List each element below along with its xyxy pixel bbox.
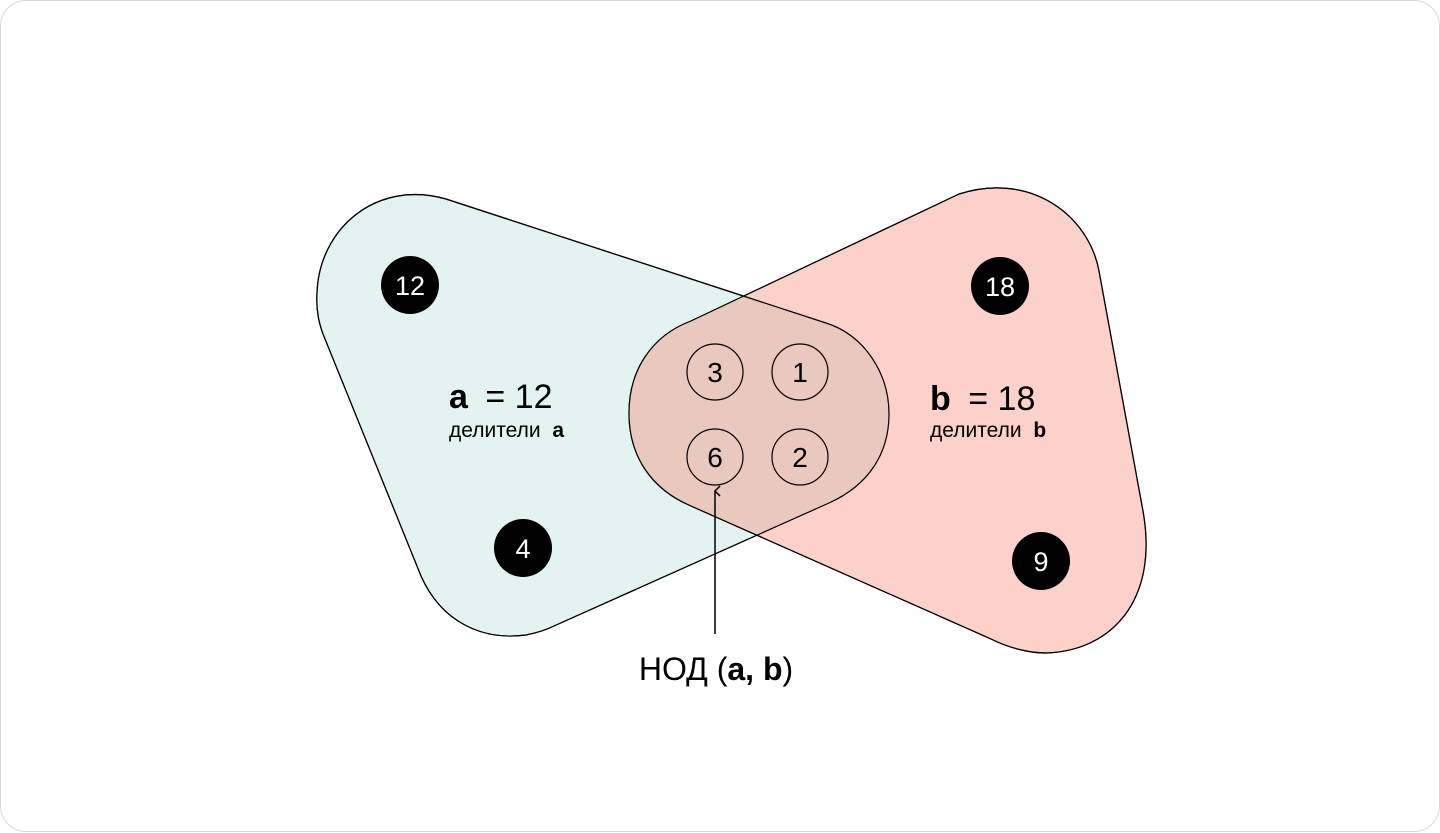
intersection-region	[629, 194, 889, 636]
divisor-badge-label: 18	[985, 272, 1015, 302]
set-a-outline	[316, 194, 890, 637]
set-b-value: = 18	[968, 380, 1035, 418]
divisor-badge-label: 4	[515, 534, 530, 564]
set-a-caption: делители	[449, 419, 541, 442]
common-divisor-label: 1	[792, 357, 808, 388]
set-b-var: b	[930, 380, 951, 418]
divisor-badge-label: 9	[1033, 547, 1048, 577]
common-divisor-4: 2	[771, 428, 829, 486]
common-divisor-2: 1	[771, 343, 829, 401]
gcd-label-suffix: )	[782, 651, 793, 687]
set-b-caption: делители	[930, 419, 1022, 442]
common-divisor-label: 3	[707, 357, 723, 388]
common-divisor-1: 3	[686, 343, 744, 401]
set-b-outline	[628, 187, 1147, 654]
gcd-label: НОД (a, b)	[639, 651, 793, 687]
divisor-badge-a-1: 12	[381, 256, 439, 314]
set-a-caption-var: a	[552, 419, 564, 442]
set-b-label: b = 18 делители b	[930, 380, 1046, 442]
set-b-equation: b = 18	[930, 380, 1035, 418]
divisor-badge-b-2: 9	[1012, 532, 1070, 590]
common-divisor-3: 6	[686, 428, 744, 486]
divisor-badge-b-1: 18	[971, 257, 1029, 315]
common-divisor-label: 2	[792, 442, 808, 473]
set-b-caption-var: b	[1033, 419, 1046, 442]
set-a-caption-line: делители a	[449, 419, 564, 442]
set-a-label: a = 12 делители a	[449, 378, 564, 442]
set-a-var: a	[449, 378, 469, 416]
common-divisor-label: 6	[707, 442, 723, 473]
set-a-equation: a = 12	[449, 378, 553, 416]
set-b-caption-line: делители b	[930, 419, 1046, 442]
gcd-label-prefix: НОД (	[639, 651, 728, 687]
set-a-value: = 12	[485, 378, 552, 416]
gcd-label-args: a, b	[727, 651, 782, 687]
divisor-badge-label: 12	[395, 271, 425, 301]
divisor-badge-a-2: 4	[494, 519, 552, 577]
